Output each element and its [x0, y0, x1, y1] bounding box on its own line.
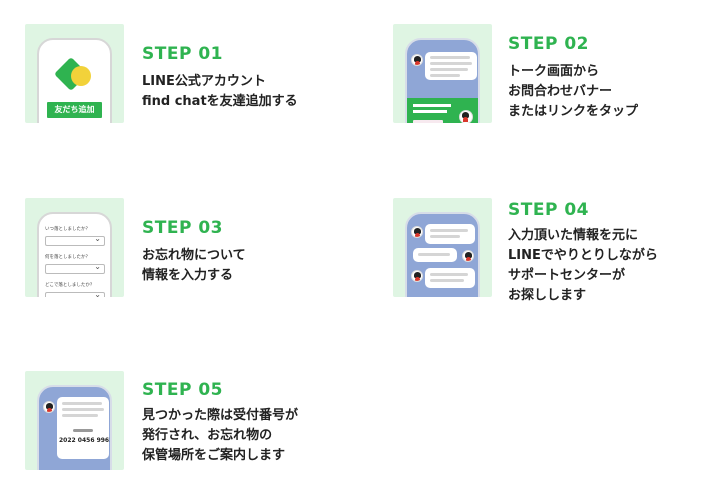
- banner-button[interactable]: [413, 120, 443, 123]
- receipt-bubble: 2022 0456 9961: [57, 397, 112, 459]
- chat-bubble: [425, 224, 475, 244]
- add-friend-badge: 友だち追加: [47, 102, 102, 118]
- operator-icon: [459, 110, 473, 123]
- step-title: STEP 04: [508, 200, 589, 220]
- phone-mockup: [405, 38, 480, 123]
- operator-avatar-icon: [43, 401, 55, 413]
- chat-bubble-icon: [71, 66, 91, 86]
- step-title: STEP 05: [142, 380, 223, 400]
- step-01-illustration: 友だち追加: [25, 24, 124, 123]
- receipt-number: 2022 0456 9961: [59, 437, 112, 444]
- user-avatar-icon: [462, 250, 474, 262]
- desc-line: サポートセンターが: [508, 268, 626, 283]
- operator-avatar-icon: [411, 226, 423, 238]
- step-03-illustration: いつ落としましたか？ 何を落としましたか？ どこで落としましたか？: [25, 198, 124, 297]
- operator-avatar-icon: [411, 270, 423, 282]
- step-02-illustration: [393, 24, 492, 123]
- step-description: 見つかった際は受付番号が 発行され、お忘れ物の 保管場所をご案内します: [142, 406, 298, 466]
- chat-bubble: [425, 268, 475, 288]
- desc-line: お問合わせバナー: [508, 84, 613, 99]
- phone-mockup: 友だち追加: [37, 38, 112, 123]
- chat-bubble: [425, 52, 477, 80]
- desc-line: LINEでやりとりしながら: [508, 248, 658, 263]
- desc-line: 入力頂いた情報を元に: [508, 228, 639, 243]
- step-title: STEP 02: [508, 34, 589, 54]
- step-05-illustration: 2022 0456 9961: [25, 371, 124, 470]
- desc-line: 発行され、お忘れ物の: [142, 428, 273, 443]
- desc-line: お探しします: [508, 288, 587, 303]
- step-title: STEP 01: [142, 44, 223, 64]
- desc-line: LINE公式アカウント: [142, 74, 266, 89]
- phone-mockup: 2022 0456 9961: [37, 385, 112, 470]
- desc-line: 情報を入力する: [142, 268, 234, 283]
- desc-line: またはリンクをタップ: [508, 104, 639, 119]
- step-description: LINE公式アカウント find chatを友達追加する: [142, 72, 298, 112]
- phone-mockup: [405, 212, 480, 297]
- desc-line: find chatを友達追加する: [142, 94, 298, 109]
- where-select[interactable]: [45, 290, 105, 297]
- step-description: トーク画面から お問合わせバナー またはリンクをタップ: [508, 62, 638, 122]
- phone-mockup: いつ落としましたか？ 何を落としましたか？ どこで落としましたか？: [37, 212, 112, 297]
- step-04-illustration: [393, 198, 492, 297]
- form-label: どこで落としましたか？: [45, 283, 95, 288]
- form-label: 何を落としましたか？: [45, 255, 90, 260]
- desc-line: お忘れ物について: [142, 248, 246, 263]
- inquiry-banner[interactable]: [407, 98, 478, 123]
- what-select[interactable]: [45, 262, 105, 274]
- step-description: お忘れ物について 情報を入力する: [142, 246, 246, 286]
- step-description: 入力頂いた情報を元に LINEでやりとりしながら サポートセンターが お探ししま…: [508, 226, 658, 306]
- desc-line: トーク画面から: [508, 64, 600, 79]
- desc-line: 保管場所をご案内します: [142, 448, 286, 463]
- chat-bubble: [413, 248, 457, 262]
- avatar-icon: [411, 54, 423, 66]
- step-title: STEP 03: [142, 218, 223, 238]
- when-select[interactable]: [45, 234, 105, 246]
- form-label: いつ落としましたか？: [45, 227, 90, 232]
- desc-line: 見つかった際は受付番号が: [142, 408, 299, 423]
